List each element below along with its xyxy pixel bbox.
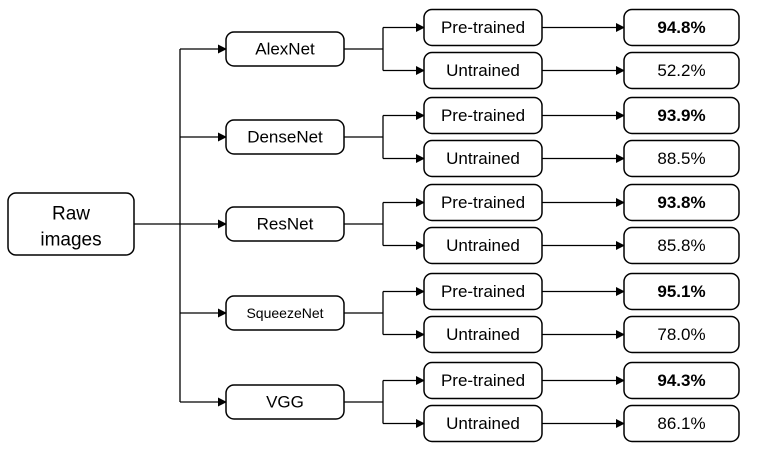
model-box-densenet [225,119,345,155]
result-value-vgg-untrained: 86.1% [657,414,705,433]
raw-images-label-line2: images [40,230,101,251]
result-value-densenet-untrained: 88.5% [657,149,705,168]
result-value-squeezenet-untrained: 78.0% [657,325,705,344]
branch-box-resnet-untrained [423,226,543,265]
model-label-squeezenet: SqueezeNet [246,305,323,321]
model-box-resnet [225,206,345,242]
branch-box-densenet-pretrained [423,96,543,135]
branch-box-alexnet-pretrained [423,8,543,47]
branch-box-densenet-untrained [423,139,543,178]
connector-lines [134,22,625,429]
result-value-squeezenet-pretrained: 95.1% [657,282,705,301]
model-box-alexnet [225,31,345,67]
result-value-alexnet-untrained: 52.2% [657,61,705,80]
branch-label-densenet-untrained: Untrained [446,149,520,168]
branch-box-resnet-pretrained [423,183,543,222]
result-value-resnet-untrained: 85.8% [657,236,705,255]
branch-label-squeezenet-untrained: Untrained [446,325,520,344]
branch-label-vgg-untrained: Untrained [446,414,520,433]
model-box-vgg [225,384,345,420]
result-box-resnet-untrained [623,226,740,265]
branch-label-resnet-pretrained: Pre-trained [441,193,525,212]
result-box-vgg-pretrained [623,361,740,400]
branch-label-squeezenet-pretrained: Pre-trained [441,282,525,301]
branch-box-squeezenet-untrained [423,315,543,354]
result-value-densenet-pretrained: 93.9% [657,106,705,125]
branch-box-squeezenet-pretrained [423,272,543,311]
raw-images-box [7,192,135,256]
result-box-vgg-untrained [623,404,740,443]
branch-box-alexnet-untrained [423,51,543,90]
branch-label-resnet-untrained: Untrained [446,236,520,255]
branch-label-densenet-pretrained: Pre-trained [441,106,525,125]
result-box-densenet-pretrained [623,96,740,135]
branch-label-alexnet-untrained: Untrained [446,61,520,80]
result-box-alexnet-pretrained [623,8,740,47]
result-box-densenet-untrained [623,139,740,178]
result-value-vgg-pretrained: 94.3% [657,371,705,390]
result-value-alexnet-pretrained: 94.8% [657,18,705,37]
result-value-resnet-pretrained: 93.8% [657,193,705,212]
branch-box-vgg-untrained [423,404,543,443]
branch-box-vgg-pretrained [423,361,543,400]
branch-label-alexnet-pretrained: Pre-trained [441,18,525,37]
model-label-densenet: DenseNet [247,128,323,147]
result-box-alexnet-untrained [623,51,740,90]
model-box-squeezenet [225,295,345,331]
model-label-vgg: VGG [266,393,304,412]
result-box-resnet-pretrained [623,183,740,222]
result-box-squeezenet-untrained [623,315,740,354]
result-box-squeezenet-pretrained [623,272,740,311]
branch-label-vgg-pretrained: Pre-trained [441,371,525,390]
model-label-resnet: ResNet [257,215,314,234]
raw-images-label-line1: Raw [52,204,90,225]
model-label-alexnet: AlexNet [255,40,315,59]
